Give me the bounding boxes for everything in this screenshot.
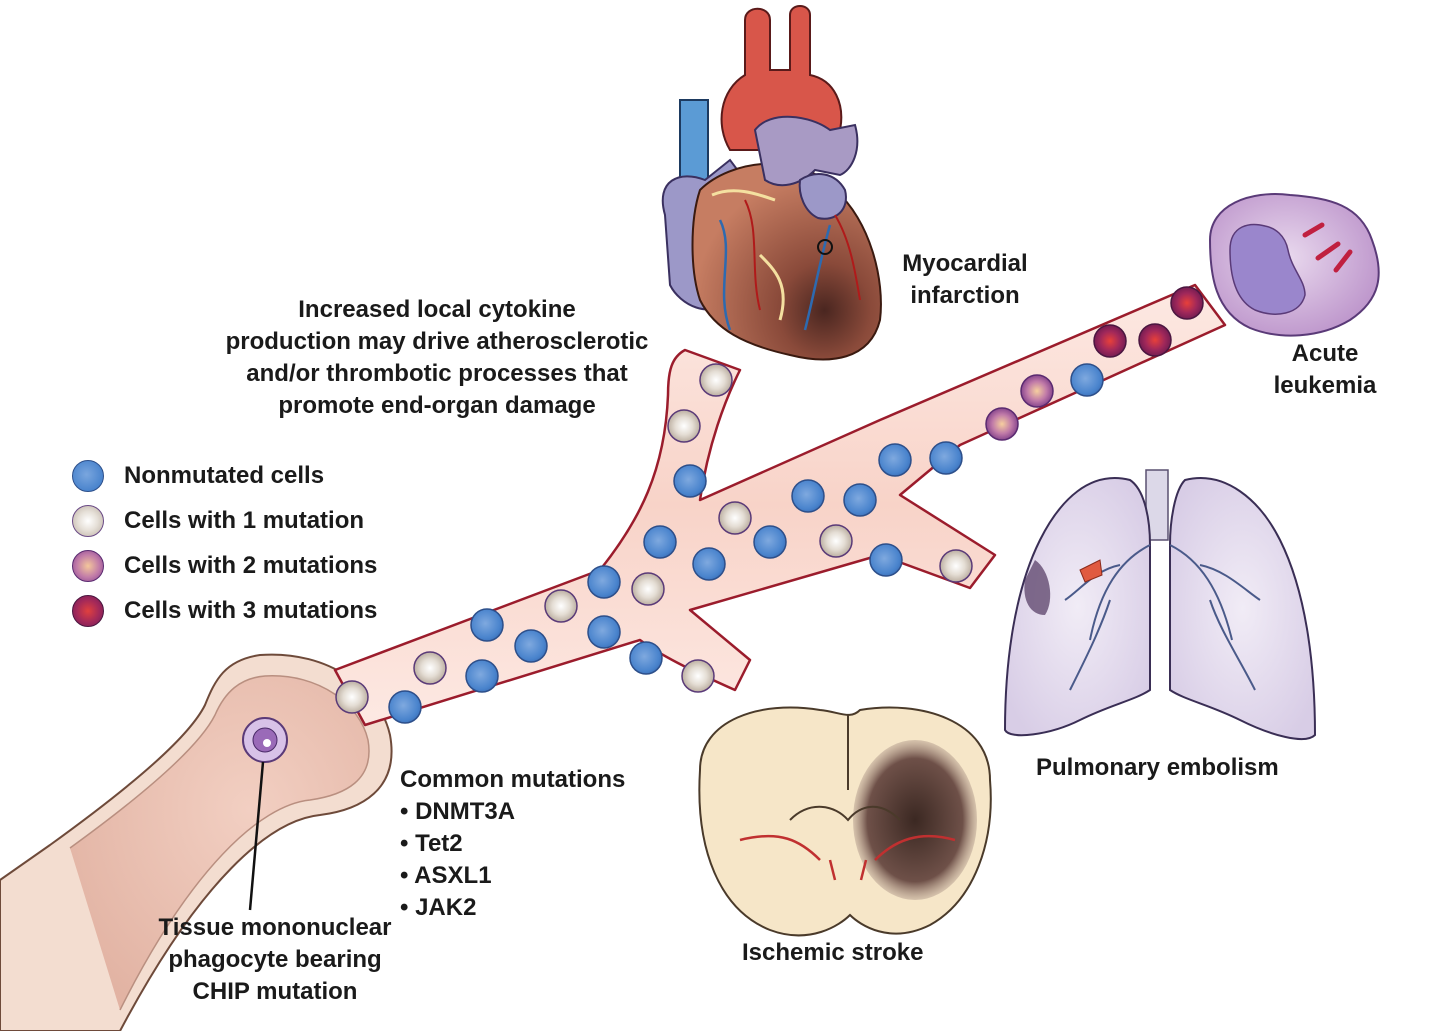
cell-one-mutation <box>681 659 715 693</box>
two-mutations-cell-swatch <box>72 550 104 582</box>
cell-three-mutations <box>1093 324 1127 358</box>
cell-three-mutations <box>1170 286 1204 320</box>
pulmonary-embolism-label: Pulmonary embolism <box>1036 754 1279 781</box>
cell-nonmutated <box>1070 363 1104 397</box>
three-mutations-cell-swatch <box>72 595 104 627</box>
cell-two-mutations <box>985 407 1019 441</box>
vessel-cells <box>335 286 1204 724</box>
cell-one-mutation <box>819 524 853 558</box>
cell-nonmutated <box>753 525 787 559</box>
one-mutation-cell-swatch <box>72 505 104 537</box>
cell-nonmutated <box>791 479 825 513</box>
cytokine-line-4: promote end-organ damage <box>278 392 596 419</box>
cell-nonmutated <box>929 441 963 475</box>
ischemic-stroke-label: Ischemic stroke <box>742 939 924 966</box>
cell-one-mutation <box>335 680 369 714</box>
cell-two-mutations <box>1020 374 1054 408</box>
mutation-item: • Tet2 <box>400 830 463 857</box>
cell-nonmutated <box>673 464 707 498</box>
brain-illustration <box>698 706 992 937</box>
cell-nonmutated <box>388 690 422 724</box>
cell-nonmutated <box>587 565 621 599</box>
acute-leukemia-label: Acute leukemia <box>1273 340 1377 399</box>
common-mutations-block: Common mutations • DNMT3A • Tet2 • ASXL1… <box>400 764 625 924</box>
mutation-item: • JAK2 <box>400 894 477 921</box>
cytokine-line-2: production may drive atherosclerotic <box>225 328 649 355</box>
cell-nonmutated <box>587 615 621 649</box>
cell-nonmutated <box>629 641 663 675</box>
cytokine-line-3: and/or thrombotic processes that <box>246 360 628 387</box>
lungs-illustration <box>1003 469 1317 741</box>
mutation-item: • DNMT3A <box>400 798 516 825</box>
cell-one-mutation <box>939 549 973 583</box>
cell-one-mutation <box>699 363 733 397</box>
cell-one-mutation <box>413 651 447 685</box>
cell-nonmutated <box>692 547 726 581</box>
cell-one-mutation <box>718 501 752 535</box>
cell-nonmutated <box>470 608 504 642</box>
cell-nonmutated <box>514 629 548 663</box>
leukemia-cell <box>1208 193 1380 337</box>
legend-label: Cells with 3 mutations <box>124 597 378 624</box>
legend-label: Cells with 2 mutations <box>124 552 378 579</box>
cell-one-mutation <box>631 572 665 606</box>
cell-three-mutations <box>1138 323 1172 357</box>
phagocyte-caption: Tissue mononuclear phagocyte bearing CHI… <box>158 914 392 1005</box>
legend-label: Cells with 1 mutation <box>124 507 365 534</box>
heart-illustration <box>661 5 882 361</box>
common-mutations-title: Common mutations <box>400 766 626 793</box>
cytokine-line-1: Increased local cytokine <box>298 296 576 323</box>
cytokine-caption: Increased local cytokine production may … <box>198 294 676 422</box>
cell-nonmutated <box>878 443 912 477</box>
cell-nonmutated <box>843 483 877 517</box>
bone-illustration <box>0 653 393 1031</box>
myocardial-infarction-label: Myocardial infarction <box>902 250 1028 309</box>
cell-one-mutation <box>544 589 578 623</box>
cell-nonmutated <box>869 543 903 577</box>
nonmutated-cell-swatch <box>72 460 104 492</box>
cell-nonmutated <box>465 659 499 693</box>
legend-label: Nonmutated cells <box>124 462 325 489</box>
phagocyte-cell <box>242 717 288 911</box>
mutation-item: • ASXL1 <box>400 862 492 889</box>
cell-nonmutated <box>643 525 677 559</box>
cell-one-mutation <box>667 409 701 443</box>
